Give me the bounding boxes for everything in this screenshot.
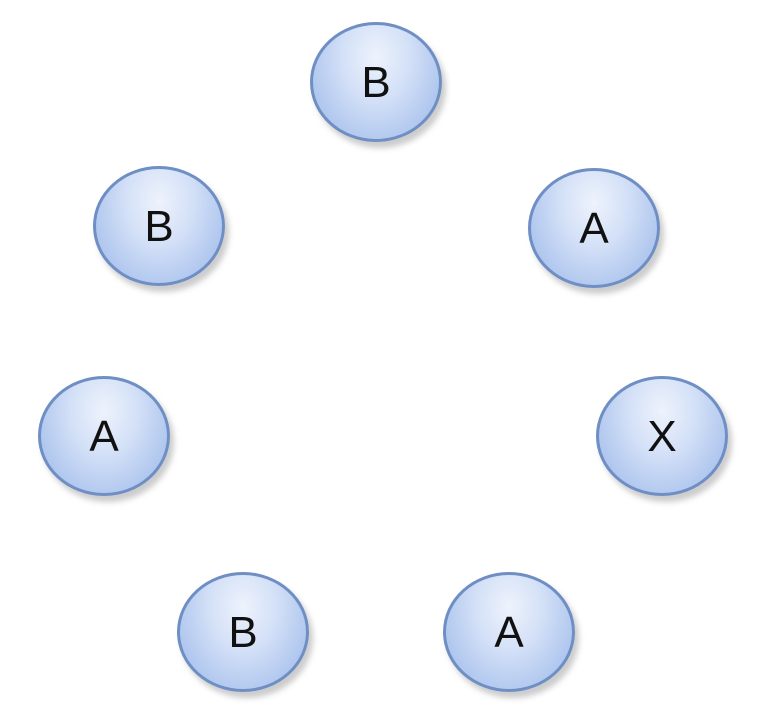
node-upper-right: A (528, 168, 660, 288)
node-lower-right: A (443, 572, 575, 692)
node-label: A (579, 204, 609, 253)
node-upper-left: B (93, 166, 225, 286)
node-label: B (361, 58, 391, 107)
node-label: A (494, 608, 524, 657)
node-label: B (228, 608, 258, 657)
node-label: X (647, 412, 677, 461)
node-top: B (310, 22, 442, 142)
node-lower-left: B (177, 572, 309, 692)
node-label: A (89, 412, 119, 461)
node-middle-left: A (38, 376, 170, 496)
node-label: B (144, 202, 174, 251)
node-middle-right: X (596, 376, 728, 496)
